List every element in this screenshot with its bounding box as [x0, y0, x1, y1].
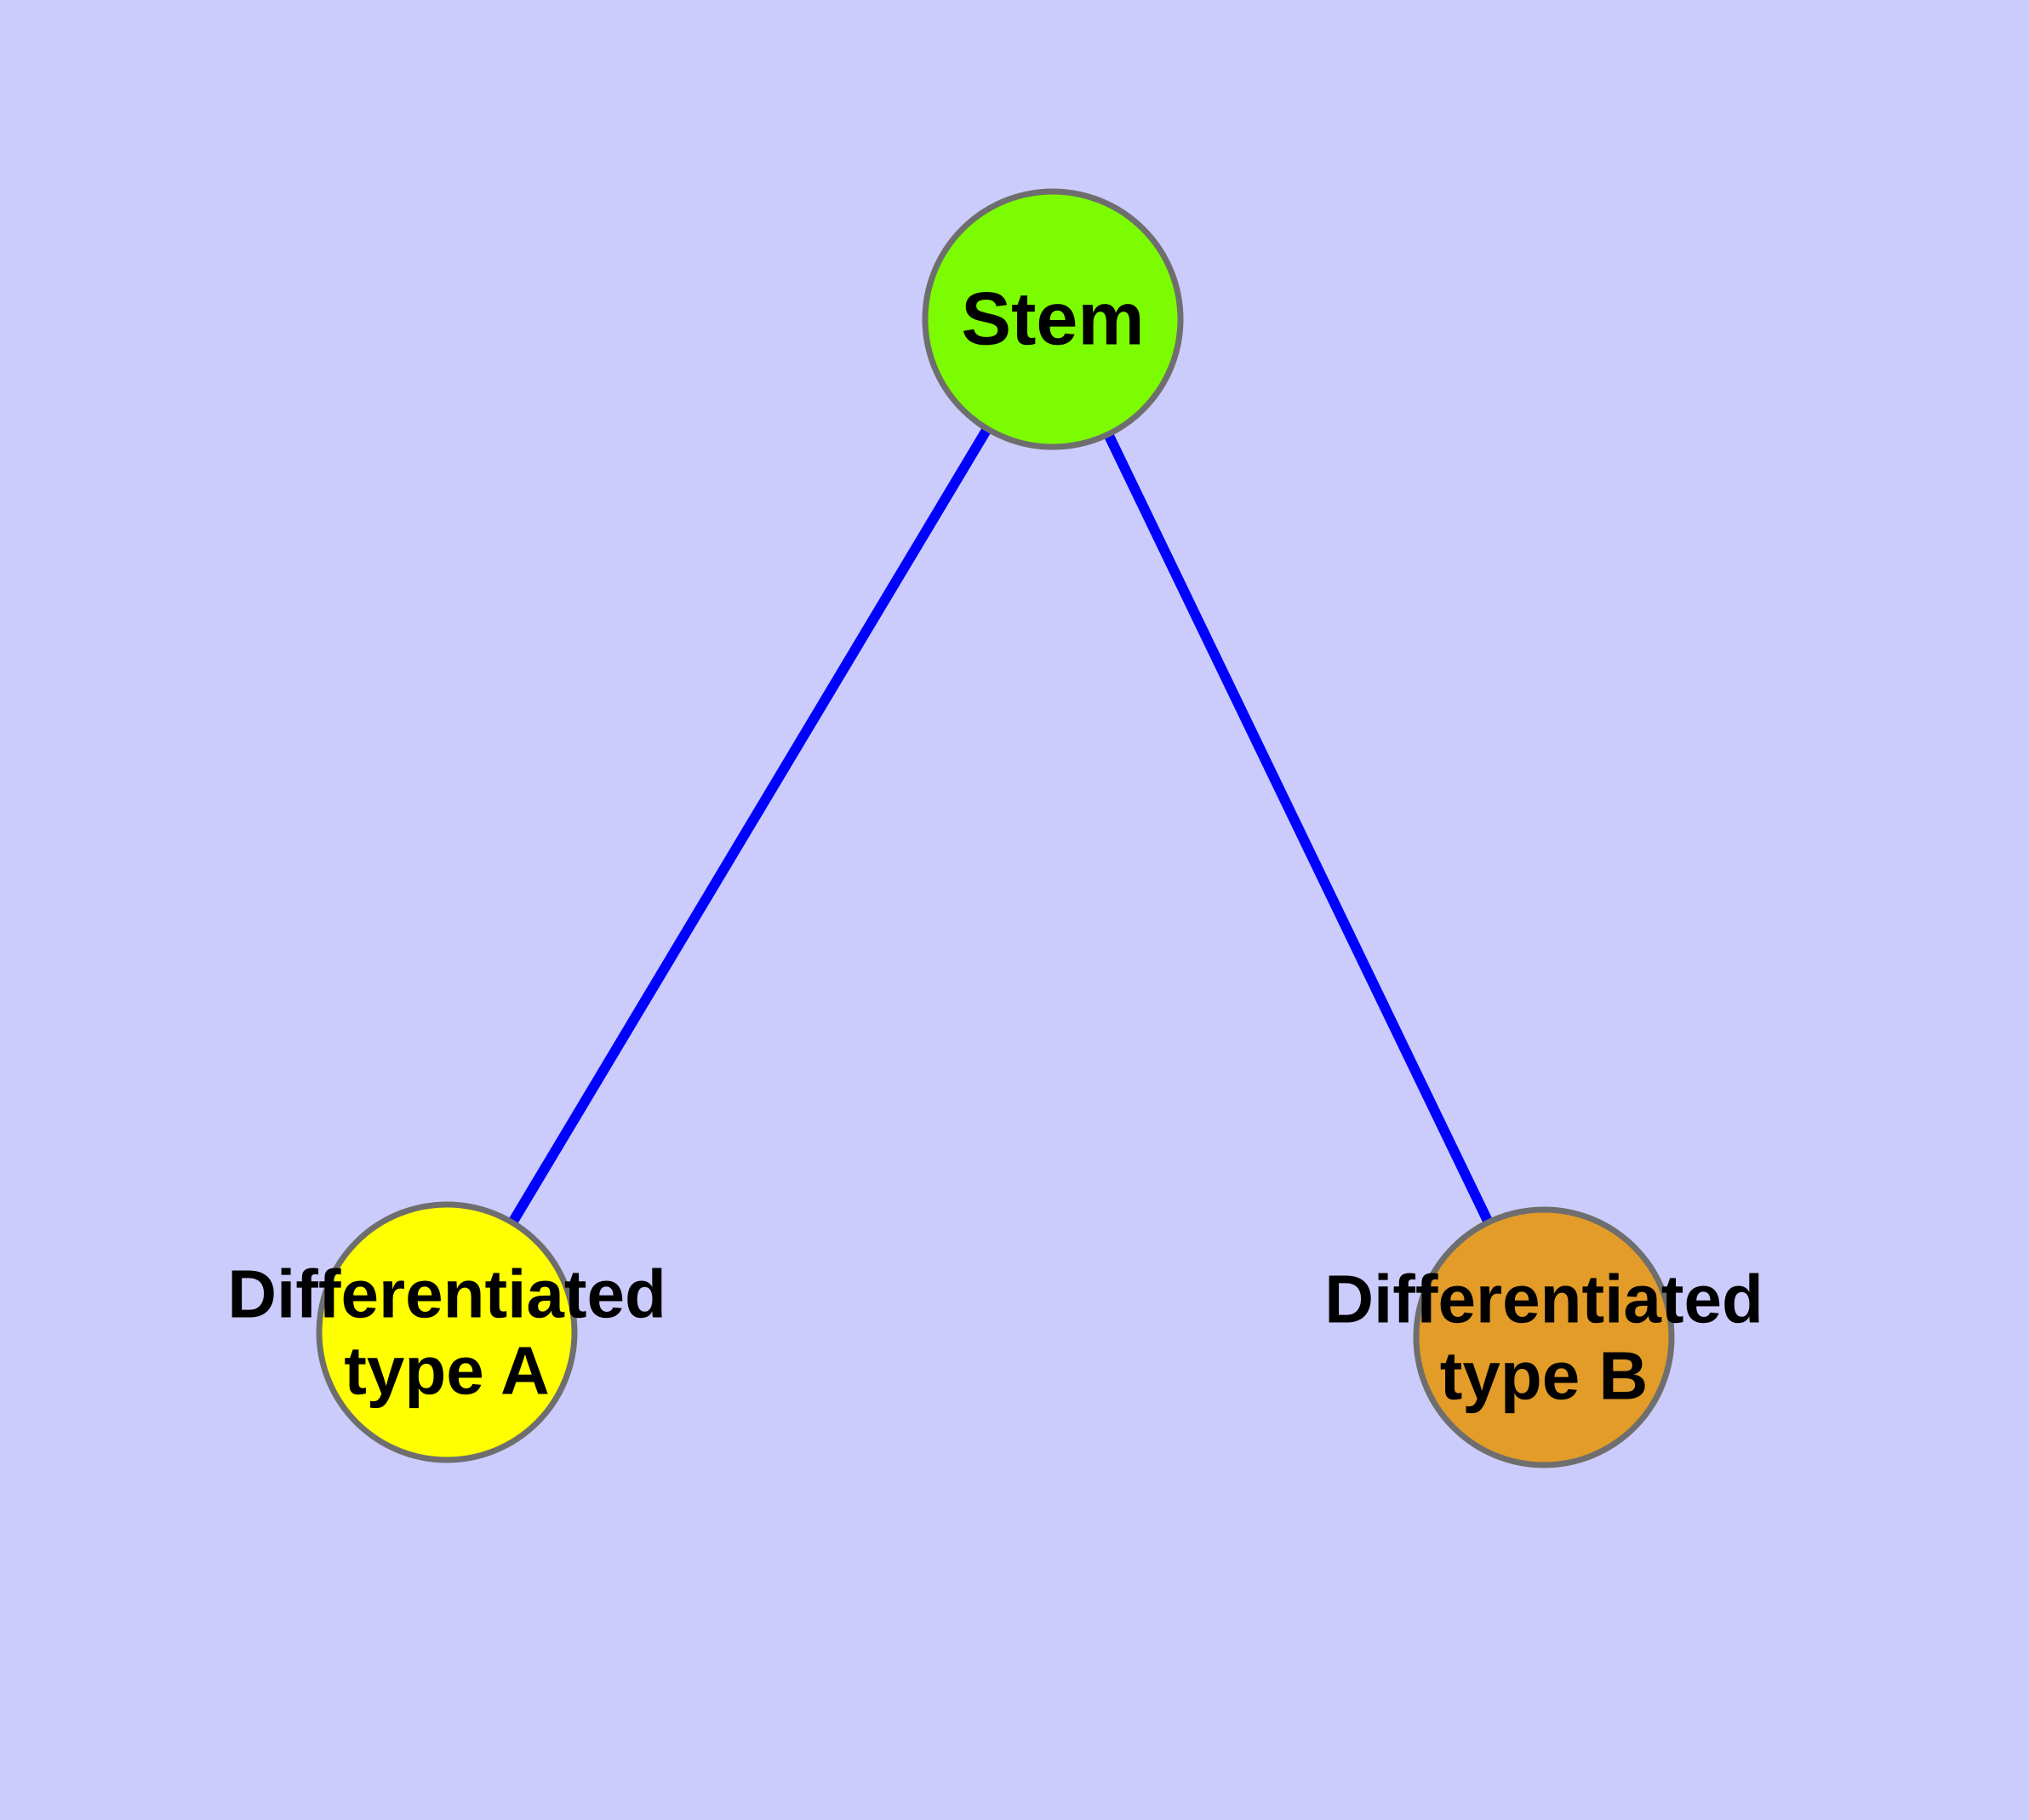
- edge-stem-to-diff-a[interactable]: [442, 316, 1058, 1336]
- node-diff_b[interactable]: [1413, 1206, 1675, 1468]
- node-layer: [316, 188, 1675, 1468]
- edge-stem-to-diff-b[interactable]: [1048, 317, 1549, 1340]
- edge-layer: [442, 316, 1549, 1340]
- node-stem[interactable]: [922, 188, 1184, 450]
- node-diff_a[interactable]: [316, 1201, 578, 1463]
